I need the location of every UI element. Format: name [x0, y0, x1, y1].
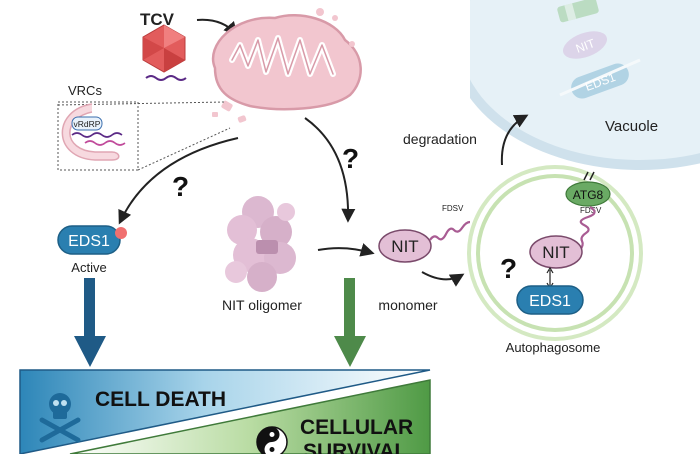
cell-death-panel: [19, 369, 431, 454]
fdsv-free-label: FDSV: [442, 204, 464, 213]
question-mark-autophagosome: ?: [500, 253, 517, 284]
degradation-label: degradation: [403, 131, 477, 147]
eds1-active: EDS1: [57, 225, 127, 255]
vrcs-label: VRCs: [68, 83, 102, 98]
cellular-label: CELLULAR: [300, 416, 413, 439]
fdsv-bound-label: FDSV: [580, 206, 602, 215]
nit-oligomer: [225, 196, 296, 292]
arrow-monomer-to-autophagosome: [421, 271, 465, 287]
arrow-oligomer-to-monomer: [317, 243, 375, 257]
vacuole-cargo-nit: NIT: [574, 36, 598, 56]
vrc-zoom-inset: vRdRP: [57, 101, 231, 171]
nit-bound: NIT: [529, 235, 583, 269]
survival-panel: [69, 379, 431, 454]
vacuole-cargo: [557, 0, 641, 99]
nit-monomer: NIT FDSV: [378, 204, 471, 263]
atg8-label: ATG8: [573, 188, 604, 202]
arrow-autophagosome-to-vacuole: [500, 114, 529, 166]
arrow-mito-to-nit: [304, 117, 356, 223]
arrow-to-cell-death: [74, 278, 106, 367]
question-mark-nit: ?: [342, 143, 359, 174]
vrdrp-label: vRdRP: [74, 119, 101, 129]
active-label: Active: [71, 260, 106, 275]
eds1-bound: EDS1: [516, 285, 584, 315]
cell-death-label: CELL DEATH: [95, 388, 226, 411]
yin-yang-icon: [256, 426, 288, 454]
arrow-to-survival: [334, 278, 366, 367]
mitochondrion: [211, 8, 362, 123]
activation-dot: [115, 227, 127, 239]
vacuole: NIT EDS1 Vacuole: [470, 0, 700, 170]
atg8: ATG8: [565, 171, 611, 207]
eds1-active-label: EDS1: [68, 233, 110, 250]
monomer-label: monomer: [378, 297, 437, 313]
autophagosome-label: Autophagosome: [506, 340, 601, 355]
outcome-banner: CELL DEATH CELLULAR SURVIVAL: [19, 369, 431, 454]
nit-oligomer-label: NIT oligomer: [222, 297, 302, 313]
tcv-label: TCV: [140, 10, 175, 29]
autophagosome: ATG8 FDSV NIT EDS1 ?: [467, 165, 643, 341]
skull-crossbones-icon: [39, 393, 81, 443]
arrow-mito-to-eds1: [118, 137, 239, 225]
nit-monomer-label: NIT: [391, 237, 418, 256]
question-mark-eds1: ?: [172, 171, 189, 202]
survival-label: SURVIVAL: [303, 440, 407, 454]
vacuole-label: Vacuole: [605, 118, 658, 135]
rna-strand-icon: [145, 75, 187, 81]
nit-bound-label: NIT: [542, 243, 569, 262]
virus-capsid-icon: [142, 24, 186, 73]
fdsv-tail: [579, 206, 596, 251]
eds1-bound-label: EDS1: [529, 293, 571, 310]
